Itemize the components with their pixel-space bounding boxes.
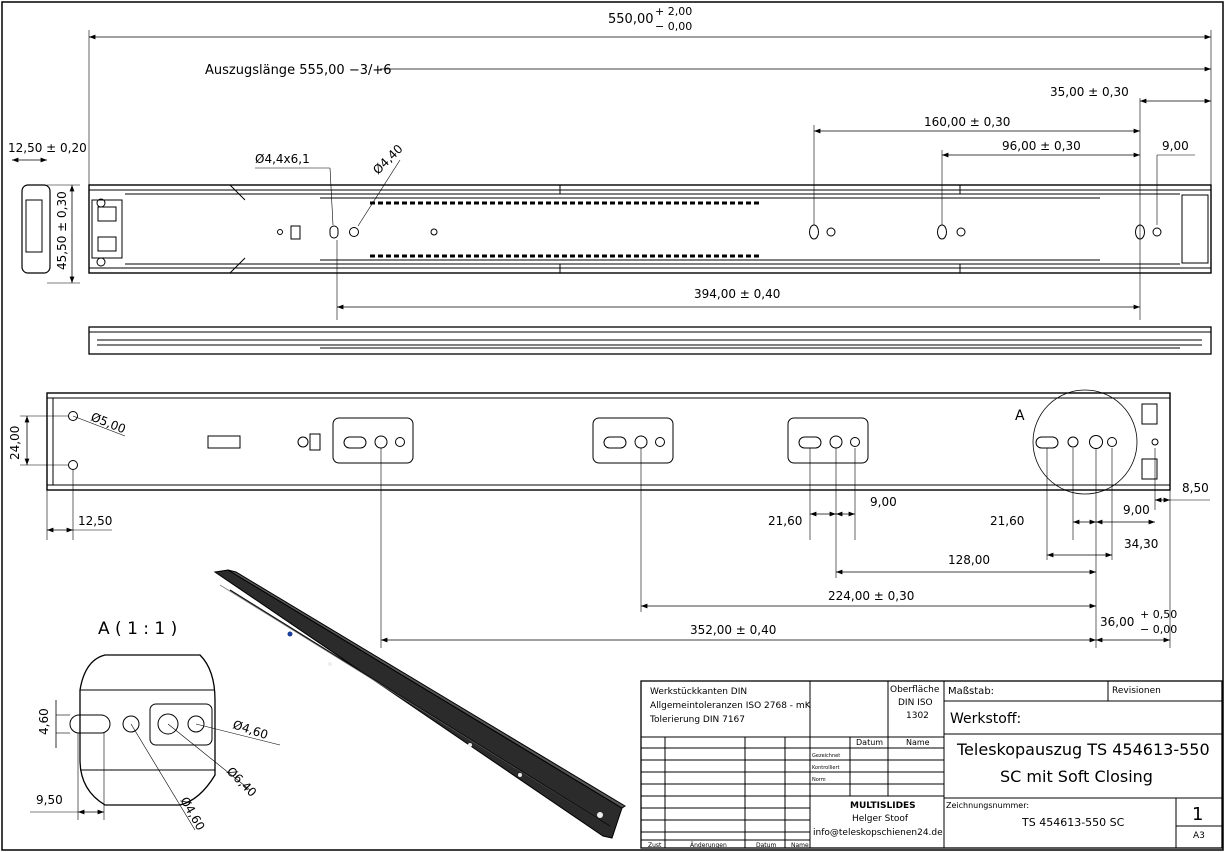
company-email: info@teleskopschienen24.de [813, 828, 943, 838]
kontrolliert-label: Kontrolliert [812, 765, 840, 771]
dim-8-5-label: 8,50 [1182, 481, 1209, 495]
overall-tol-plus: + 2,00 [655, 5, 692, 18]
detail-title: A ( 1 : 1 ) [98, 619, 177, 639]
detail-6-4-label: Ø6,40 [224, 764, 259, 799]
detail-a [30, 654, 281, 831]
dim-160-label: 160,00 ± 0,30 [924, 115, 1010, 129]
dim-36-tol-plus: + 0,50 [1140, 608, 1177, 621]
detail-4-6-v-label: 4,60 [37, 708, 51, 735]
dim-96-label: 96,00 ± 0,30 [1002, 139, 1081, 153]
revision-label: Revisionen [1112, 686, 1161, 696]
dim-9-top-label: 9,00 [1162, 139, 1189, 153]
dim-36-label: 36,00 [1100, 615, 1134, 629]
title-line-2: SC mit Soft Closing [1000, 767, 1153, 786]
notes-line-2: Allgemeintoleranzen ISO 2768 - mK [650, 701, 812, 711]
dim-36-tol-minus: − 0,00 [1140, 623, 1177, 636]
dim-21-6-b-label: 21,60 [990, 514, 1024, 528]
col-zust: Zust [648, 842, 662, 849]
dim-224-label: 224,00 ± 0,30 [828, 589, 914, 603]
top-view [11, 30, 1212, 355]
gezeichnet-label: Gezeichnet [812, 753, 840, 759]
company-name: MULTISLIDES [850, 801, 916, 811]
col-name: Name [791, 842, 809, 849]
title-line-1: Teleskopauszug TS 454613-550 [956, 740, 1210, 759]
detail-4-6-hole-label: Ø4,60 [231, 718, 270, 742]
hole-b-label: Ø4,40 [370, 142, 405, 177]
col-datum: Datum [756, 842, 776, 849]
material-label: Werkstoff: [950, 711, 1021, 727]
isometric-rail-view [213, 569, 626, 839]
col-aenderungen: Änderungen [690, 842, 727, 849]
dim-35-label: 35,00 ± 0,30 [1050, 85, 1129, 99]
datum-header: Datum [856, 738, 883, 747]
dim-45-5-label: 45,50 ± 0,30 [55, 191, 69, 270]
norm-label: Norm [812, 777, 826, 783]
dim-9-a-label: 9,00 [870, 495, 897, 509]
surface-line-2: DIN ISO [898, 698, 933, 708]
dim-9-b-label: 9,00 [1123, 503, 1150, 517]
dim-34-3-label: 34,30 [1124, 537, 1158, 551]
company-person: Helger Stoof [852, 814, 909, 824]
surface-line-3: 1302 [906, 711, 929, 721]
dim-128-label: 128,00 [948, 553, 990, 567]
sheet-format: A3 [1193, 831, 1205, 841]
dim-394-label: 394,00 ± 0,40 [694, 287, 780, 301]
dim-24-label: 24,00 [8, 426, 22, 460]
overall-tol-minus: − 0,00 [655, 20, 692, 33]
drawing-number: TS 454613-550 SC [1021, 816, 1125, 829]
notes-line-3: Tolerierung DIN 7167 [649, 715, 745, 725]
notes-line-1: Werkstückkanten DIN [650, 687, 747, 697]
overall-length-label: 550,00 [608, 12, 654, 27]
middle-view [20, 389, 1210, 648]
dim-12-5-label: 12,50 [78, 514, 112, 528]
dim-21-6-a-label: 21,60 [768, 514, 802, 528]
extension-length-label: Auszugslänge 555,00 −3/+6 [205, 63, 392, 78]
scale-label: Maßstab: [948, 686, 994, 697]
sheet-number: 1 [1192, 804, 1203, 825]
dimension-labels: 550,00 + 2,00 − 0,00 Auszugslänge 555,00… [8, 5, 1209, 637]
title-block-text: Werkstückkanten DIN Allgemeintoleranzen … [648, 685, 1210, 849]
detail-a-marker: A [1015, 408, 1025, 424]
dim-12-5-tol-label: 12,50 ± 0,20 [8, 141, 87, 155]
drawing-number-label: Zeichnungsnummer: [946, 801, 1029, 810]
detail-9-5-label: 9,50 [36, 793, 63, 807]
title-block [640, 680, 1223, 849]
dim-5-label: Ø5,00 [89, 410, 128, 437]
hole-a-label: Ø4,4x6,1 [255, 152, 310, 166]
surface-line-1: Oberfläche [890, 685, 940, 695]
dim-352-label: 352,00 ± 0,40 [690, 623, 776, 637]
detail-labels: A ( 1 : 1 ) 4,60 Ø4,60 Ø6,40 Ø4,60 9,50 [36, 619, 270, 833]
detail-4-6-b-label: Ø4,60 [177, 795, 207, 833]
name-header: Name [906, 738, 930, 747]
